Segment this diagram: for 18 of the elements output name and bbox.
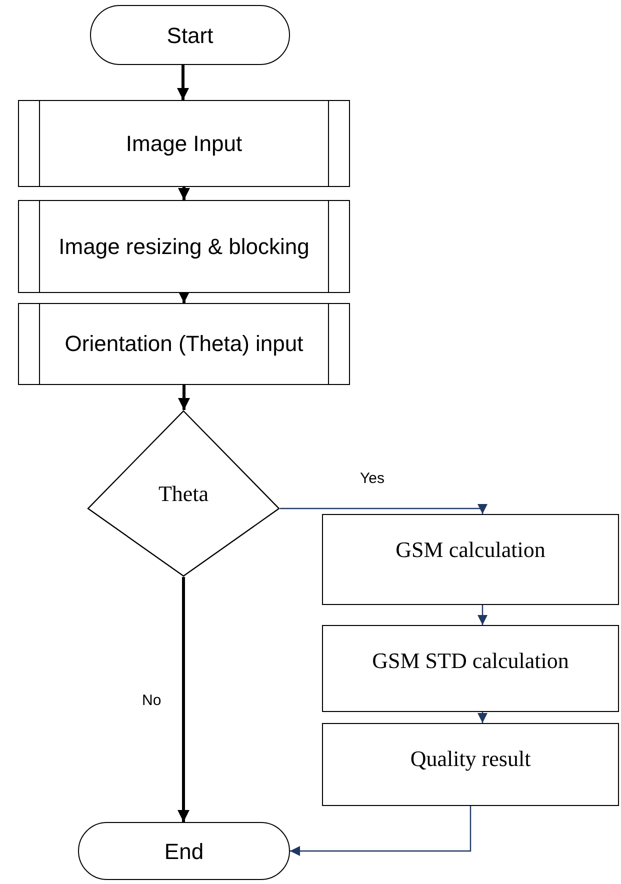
process-box: Quality result (322, 723, 619, 806)
arrow (478, 605, 488, 625)
arrow (178, 385, 190, 410)
predefined-process-box: Image resizing & blocking (18, 200, 350, 293)
terminator: End (78, 822, 290, 880)
arrow (280, 504, 488, 514)
process-box: GSM STD calculation (322, 625, 619, 712)
arrow (177, 65, 189, 100)
arrow (290, 806, 472, 856)
arrow (178, 291, 190, 303)
decision-diamond: Theta (87, 410, 280, 577)
terminator: Start (90, 5, 290, 65)
process-box: GSM calculation (322, 514, 619, 605)
predefined-process-box: Orientation (Theta) input (18, 303, 350, 385)
arrow (178, 187, 190, 200)
predefined-process-box: Image Input (18, 100, 350, 187)
arrow (178, 577, 190, 822)
arrow (478, 712, 488, 723)
